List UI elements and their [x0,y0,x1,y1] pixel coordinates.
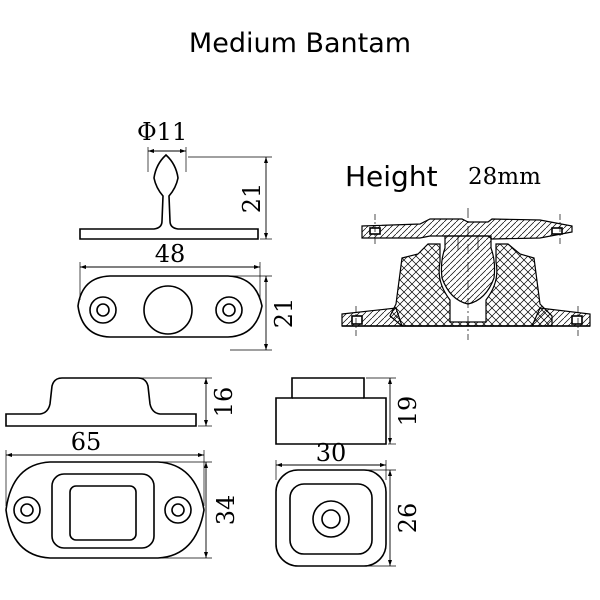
cup-side-view: 19 [275,377,422,445]
height-value: 28mm [468,164,541,190]
diameter-label: Φ11 [137,118,187,146]
small-bantam-top-view: 48 21 [77,240,298,351]
page-title: Medium Bantam [188,28,412,59]
dim-16: 16 [210,387,238,418]
dim-21-top: 21 [238,183,266,214]
dim-26: 26 [394,503,422,534]
large-bantam-top-view: 65 34 [5,428,240,559]
height-label: Height [345,160,438,193]
dim-34: 34 [212,495,240,526]
cup-top-view: 30 26 [275,439,422,567]
dim-48: 48 [155,240,186,268]
large-bantam-side-view: 16 [5,377,238,427]
cross-section-view [341,208,591,340]
dim-19: 19 [394,396,422,427]
small-bantam-side-view: Φ11 21 [79,118,272,240]
dim-30: 30 [316,439,347,467]
dim-65: 65 [71,428,102,456]
dim-21-side: 21 [270,298,298,329]
